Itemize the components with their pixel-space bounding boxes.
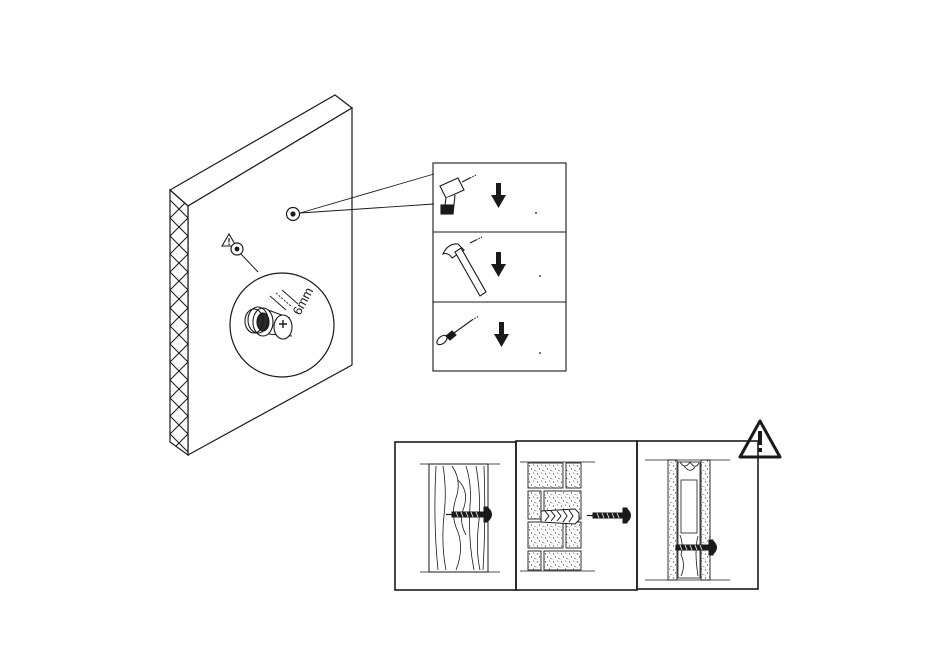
drill-icon [440,175,476,214]
wall-panel [170,95,352,455]
down-arrow-icon [491,183,506,208]
step-dot [539,352,541,354]
step-dot [539,275,541,277]
detail-magnifier: 6mm [230,273,334,377]
wall-wood [420,464,500,572]
down-arrow-icon [494,322,509,347]
step-dot [535,212,537,214]
down-arrow-icon [491,252,506,277]
wall-plug [541,509,579,524]
warning-triangle-icon [740,421,780,457]
wall-plasterboard [645,460,730,580]
screwdriver-icon [435,316,479,347]
screw-brick [587,508,631,523]
hammer-icon [443,237,486,296]
wall-brick [520,462,631,571]
wall-panel-edge [170,190,188,455]
